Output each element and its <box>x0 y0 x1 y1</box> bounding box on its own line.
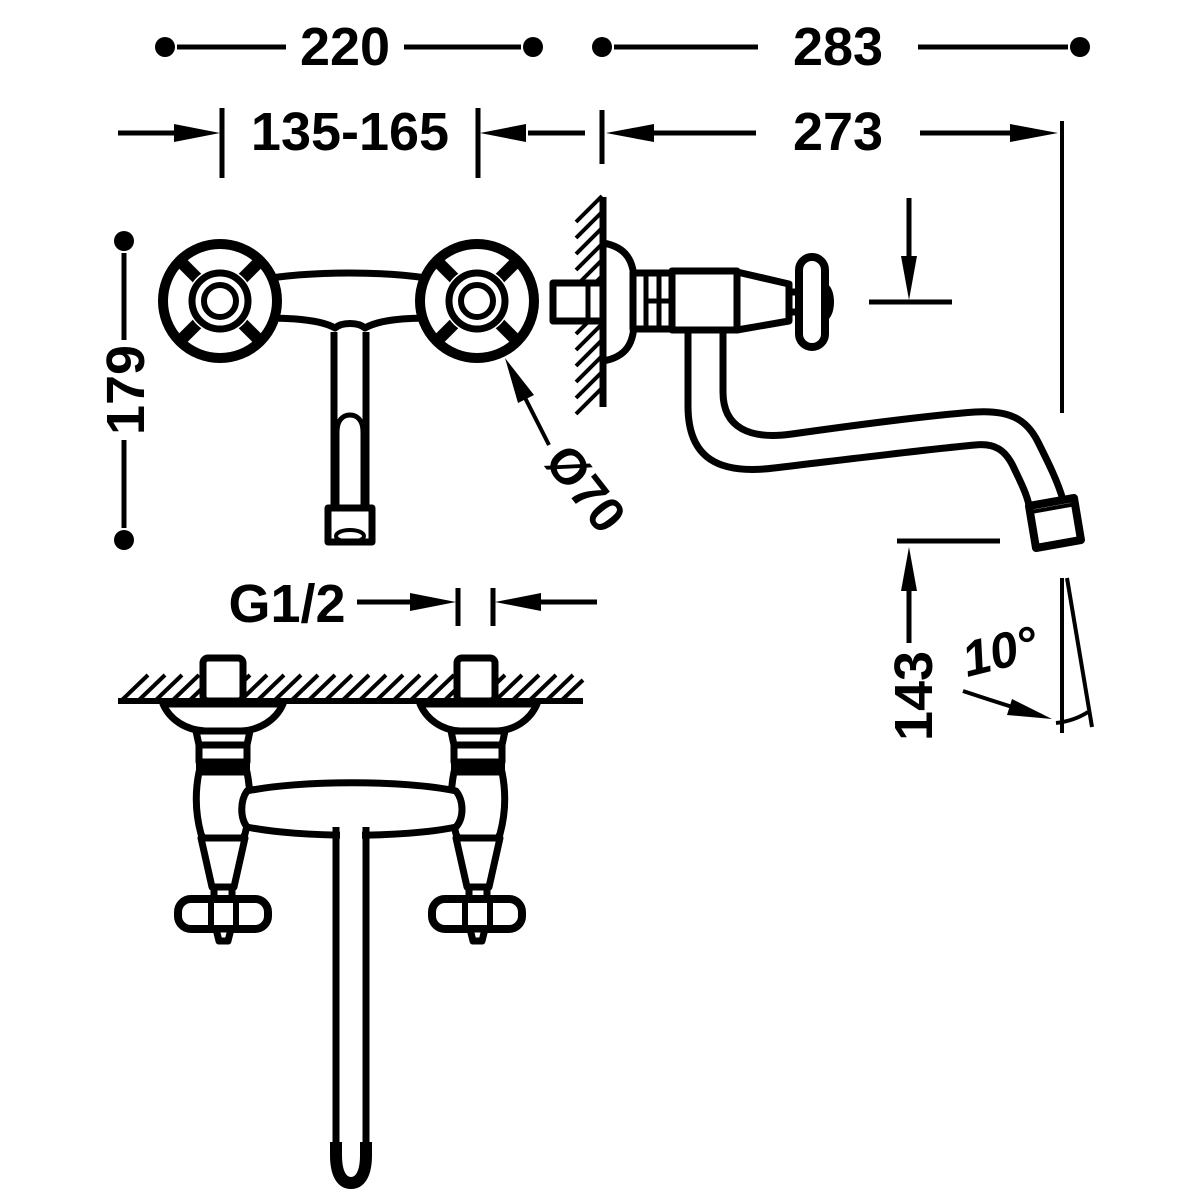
dim-273-label: 273 <box>793 102 883 162</box>
handle-hub-side <box>823 283 834 321</box>
spout-inner-pipe <box>334 412 366 506</box>
cross-handle-profile <box>174 895 272 933</box>
handle-left-front <box>158 239 282 363</box>
dim-handle-diameter: Ø70 <box>505 358 637 543</box>
dim-endpoint-dot <box>523 37 543 57</box>
arrowhead-up <box>901 547 917 591</box>
valve-column-right <box>416 700 541 842</box>
front-view: 220 135-165 179 <box>96 17 637 550</box>
spout-bottom <box>330 820 372 1190</box>
dim-handle-spacing: 135-165 <box>118 102 585 178</box>
dim-outlet-drop: 143 <box>884 538 1000 741</box>
inlet-connector-left <box>199 654 247 705</box>
wall-side <box>549 194 607 416</box>
handle-right-bottom <box>428 834 526 945</box>
dim-height: 179 <box>96 231 156 550</box>
spout-outlet-opening <box>334 528 366 544</box>
spout-side <box>684 330 1085 552</box>
inlet-connector-right <box>453 654 499 705</box>
arrowhead-left <box>606 124 654 142</box>
handle-hub <box>458 282 496 320</box>
dim-220-label: 220 <box>300 17 390 77</box>
faucet-body-front <box>229 269 466 332</box>
dim-outlet-angle: 10° <box>956 577 1094 733</box>
arrowhead-down <box>901 256 917 300</box>
dim-143-label: 143 <box>884 651 944 741</box>
spout-upper-contour <box>719 330 1067 501</box>
valve-barrel-side <box>668 267 741 334</box>
handle-right-front <box>415 239 539 363</box>
dim-overall-depth: 283 <box>592 17 1090 77</box>
escutcheon-bottom-right <box>416 700 541 735</box>
side-view: 283 273 <box>549 17 1094 741</box>
supply-stub <box>549 279 607 325</box>
wall-bottom <box>118 654 585 705</box>
dim-dia70-label: Ø70 <box>534 434 636 543</box>
arrowhead-right <box>174 124 220 142</box>
spout-lower-contour <box>684 330 1033 506</box>
ref-arrow-down <box>869 198 952 305</box>
dim-g12-label: G1/2 <box>228 574 345 634</box>
cross-handle-side <box>795 253 829 351</box>
dim-endpoint-dot <box>1070 37 1090 57</box>
handle-left-bottom <box>174 834 272 945</box>
arrowhead-right <box>410 593 456 611</box>
arrowhead-angle <box>1007 699 1052 719</box>
arrowhead-leader <box>505 358 534 403</box>
handle-hub <box>201 282 239 320</box>
arrowhead-right <box>1010 124 1058 142</box>
arrowhead-left <box>495 593 541 611</box>
cross-handle-profile <box>428 895 526 933</box>
dim-endpoint-dot <box>114 530 134 550</box>
dim-spout-reach: 273 <box>556 102 1064 413</box>
dim-endpoint-dot <box>592 37 612 57</box>
dim-179-label: 179 <box>96 345 156 435</box>
dim-endpoint-dot <box>114 231 134 251</box>
bridge-body-bottom <box>238 779 466 839</box>
dim-endpoint-dot <box>155 37 175 57</box>
escutcheon-bottom-left <box>159 700 287 735</box>
escutcheon-side <box>599 239 638 365</box>
dim-thread-size: G1/2 <box>228 574 597 634</box>
handle-taper-side <box>733 268 793 334</box>
faucet-body-side <box>599 239 834 365</box>
dim-135-165-label: 135-165 <box>251 102 449 162</box>
dim-283-label: 283 <box>793 17 883 77</box>
spout-front <box>324 332 376 546</box>
arrowhead-left <box>480 124 526 142</box>
dim-10deg-label: 10° <box>956 615 1044 688</box>
spout-tube-end-cap <box>330 1142 372 1190</box>
bottom-view: G1/2 <box>118 574 597 1190</box>
dim-overall-width: 220 <box>155 17 543 77</box>
